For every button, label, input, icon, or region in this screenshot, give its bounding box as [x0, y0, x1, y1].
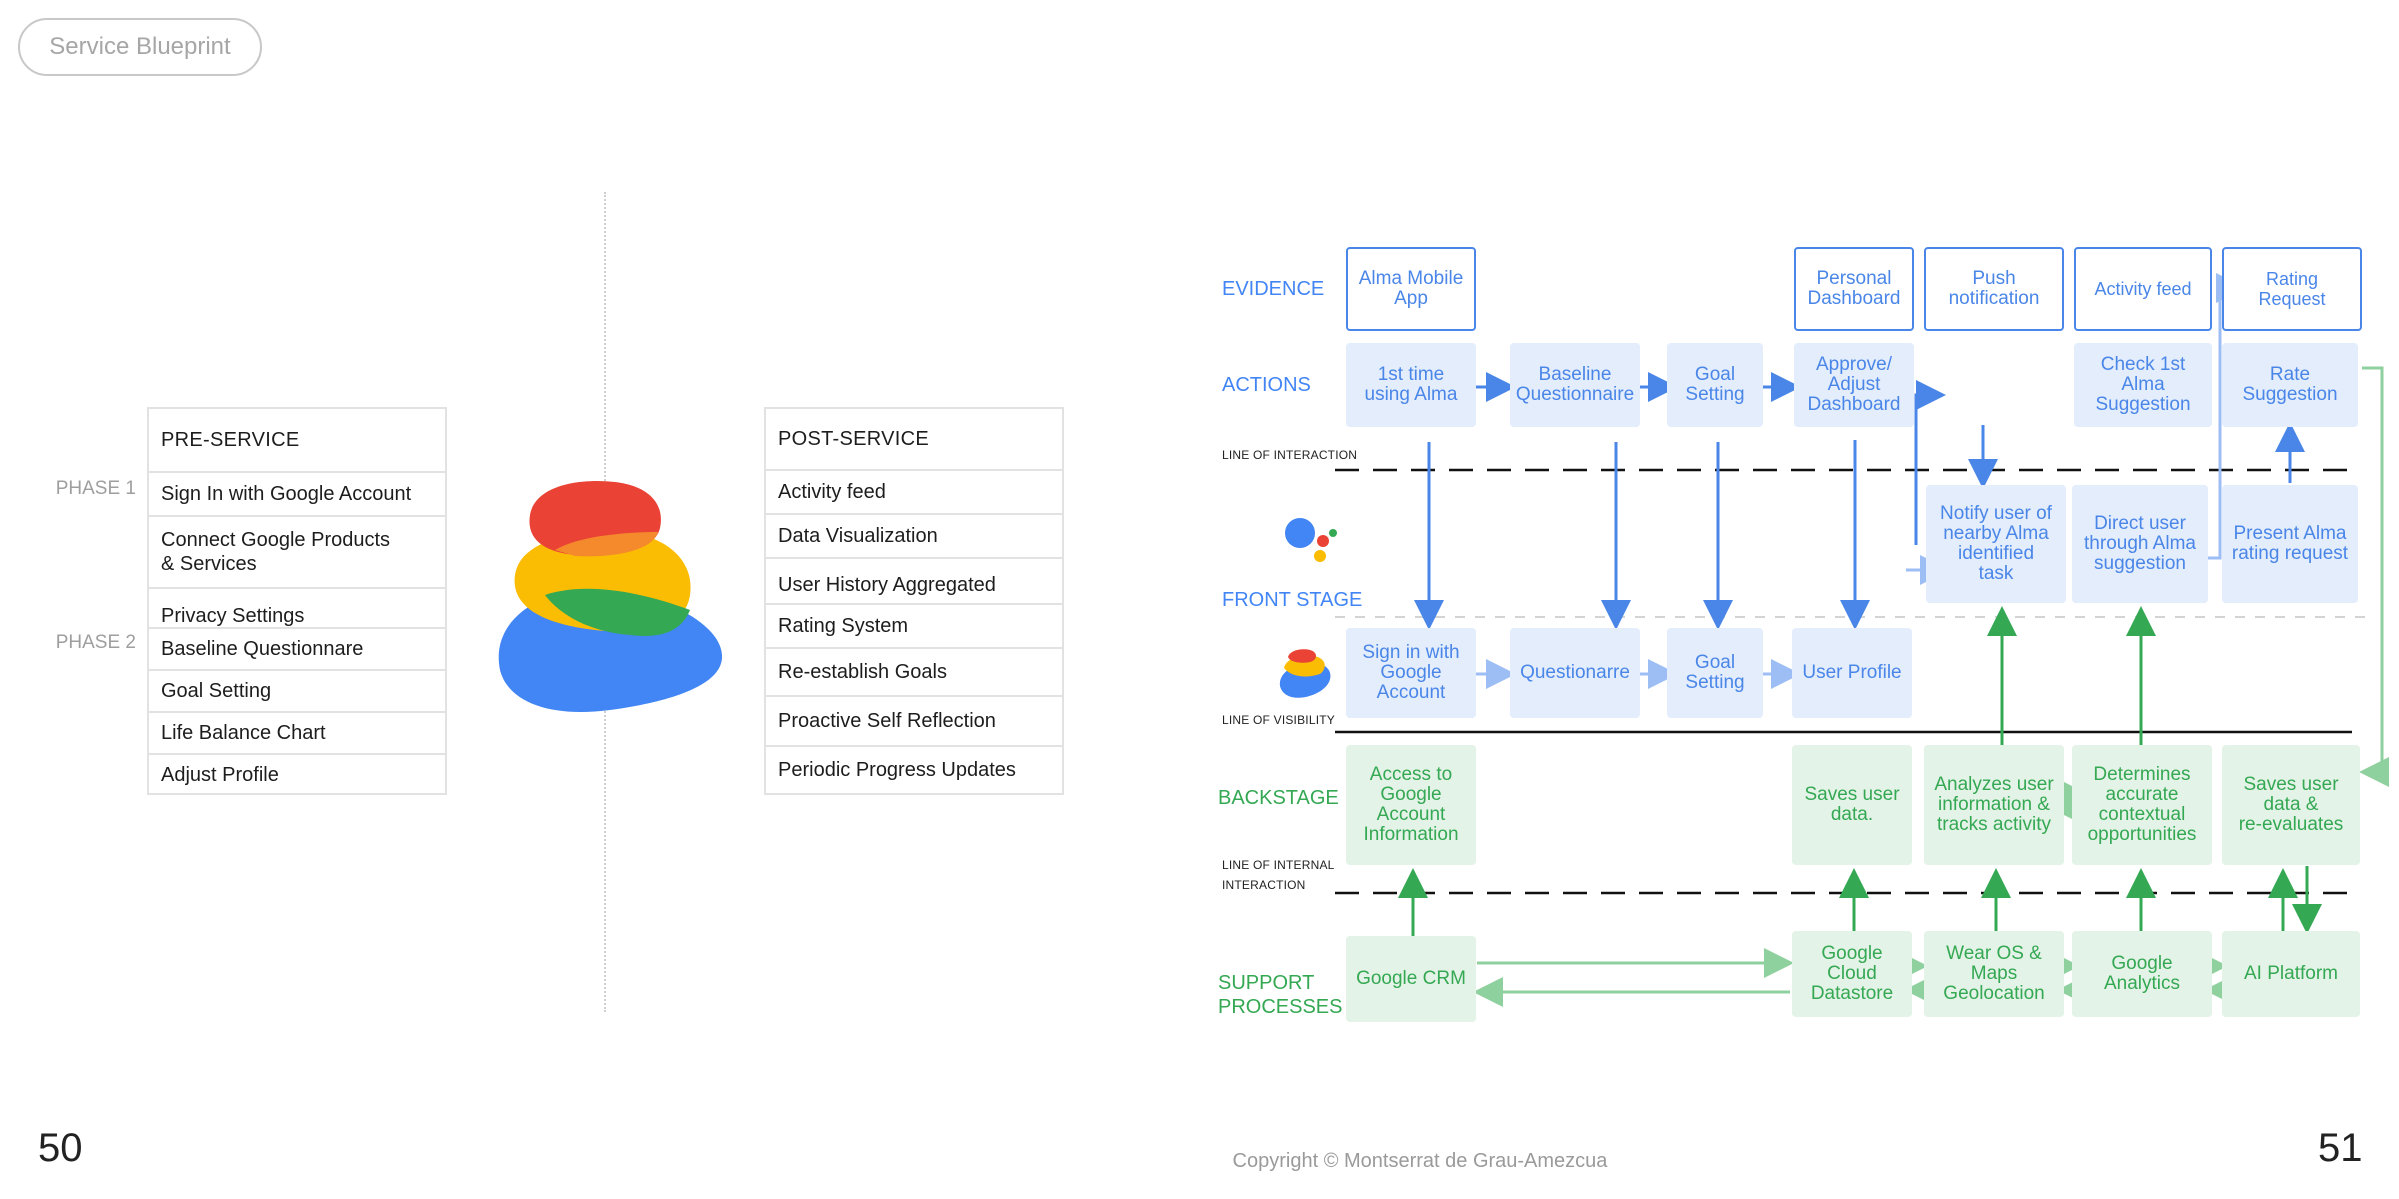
support-wear-os-maps: Wear OS & Maps Geolocation — [1924, 931, 2064, 1017]
front-present-rating-request: Present Alma rating request — [2222, 485, 2358, 603]
line-of-visibility-label: LINE OF VISIBILITY — [1222, 713, 1335, 727]
evidence-personal-dashboard: Personal Dashboard — [1794, 247, 1914, 331]
alma-stone-logo-icon — [498, 480, 723, 713]
front-questionarre: Questionarre — [1510, 628, 1640, 718]
lane-actions-label: ACTIONS — [1222, 374, 1311, 396]
action-check-first-alma-suggestion: Check 1st Alma Suggestion — [2074, 343, 2212, 427]
backstage-determines-opportunities: Determines accurate contextual opportuni… — [2072, 745, 2212, 865]
phase-1-label: PHASE 1 — [55, 478, 136, 499]
action-rate-suggestion: Rate Suggestion — [2222, 343, 2358, 427]
action-baseline-questionnaire: Baseline Questionnaire — [1510, 343, 1640, 427]
post-service-item: Data Visualization — [766, 513, 1062, 557]
lane-evidence-label: EVIDENCE — [1222, 278, 1325, 300]
front-user-profile: User Profile — [1792, 628, 1912, 718]
post-service-title: POST-SERVICE — [778, 428, 930, 450]
post-service-item: Activity feed — [766, 469, 1062, 513]
pre-service-item: Connect Google Products & Services — [149, 515, 445, 587]
backstage-saves-user-data: Saves user data. — [1792, 745, 1912, 865]
line-of-interaction-label: LINE OF INTERACTION — [1222, 448, 1358, 462]
line-of-internal-interaction-label: LINE OF INTERNAL INTERACTION — [1222, 858, 1335, 892]
page-number-right: 51 — [2318, 1126, 2363, 1170]
front-direct-user-suggestion: Direct user through Alma suggestion — [2072, 485, 2208, 603]
post-service-item: Re-establish Goals — [766, 647, 1062, 695]
support-ai-platform: AI Platform — [2222, 931, 2360, 1017]
pre-service-title: PRE-SERVICE — [161, 429, 300, 451]
pre-service-item: Privacy Settings — [149, 587, 445, 631]
lane-support-label: SUPPORT PROCESSES — [1218, 972, 1343, 1018]
support-google-crm: Google CRM — [1346, 936, 1476, 1022]
action-approve-adjust-dashboard: Approve/ Adjust Dashboard — [1794, 343, 1914, 427]
post-service-item: Periodic Progress Updates — [766, 745, 1062, 793]
evidence-alma-mobile-app: Alma Mobile App — [1346, 247, 1476, 331]
backstage-access-google-account: Access to Google Account Information — [1346, 745, 1476, 865]
front-goal-setting: Goal Setting — [1667, 628, 1763, 718]
evidence-push-notification: Push notification — [1924, 247, 2064, 331]
evidence-activity-feed: Activity feed — [2074, 247, 2212, 331]
action-goal-setting: Goal Setting — [1667, 343, 1763, 427]
post-service-table: POST-SERVICE Activity feed Data Visualiz… — [764, 407, 1064, 795]
copyright-text: Copyright © Montserrat de Grau-Amezcua — [1232, 1150, 1608, 1172]
post-service-item: Rating System — [766, 603, 1062, 647]
phase-2-label: PHASE 2 — [55, 632, 136, 653]
page-number-left: 50 — [38, 1126, 83, 1170]
front-notify-user-task: Notify user of nearby Alma identified ta… — [1926, 485, 2066, 603]
lane-backstage-label: BACKSTAGE — [1218, 787, 1339, 809]
front-sign-in-google-account: Sign in with Google Account — [1346, 628, 1476, 718]
pre-service-item: Adjust Profile — [149, 753, 445, 795]
alma-logo-small-icon — [1279, 649, 1331, 698]
support-google-analytics: Google Analytics — [2072, 931, 2212, 1017]
pre-service-item: Life Balance Chart — [149, 711, 445, 753]
post-service-item: User History Aggregated — [766, 557, 1062, 603]
pre-service-item: Goal Setting — [149, 669, 445, 711]
post-service-item: Proactive Self Reflection — [766, 695, 1062, 745]
evidence-rating-request: Rating Request — [2222, 247, 2362, 331]
pre-service-table: PRE-SERVICE Sign In with Google Account … — [147, 407, 447, 795]
support-google-cloud-datastore: Google Cloud Datastore — [1792, 931, 1912, 1017]
lane-front-stage-label: FRONT STAGE — [1222, 589, 1363, 611]
pre-service-item: Baseline Questionnare — [149, 627, 445, 669]
backstage-saves-and-reevaluates: Saves user data & re-evaluates — [2222, 745, 2360, 865]
action-first-time-using-alma: 1st time using Alma — [1346, 343, 1476, 427]
pre-service-item: Sign In with Google Account — [149, 471, 445, 515]
google-assistant-icon — [1285, 518, 1337, 562]
section-tag: Service Blueprint — [18, 18, 262, 76]
backstage-analyzes-user-info: Analyzes user information & tracks activ… — [1924, 745, 2064, 865]
